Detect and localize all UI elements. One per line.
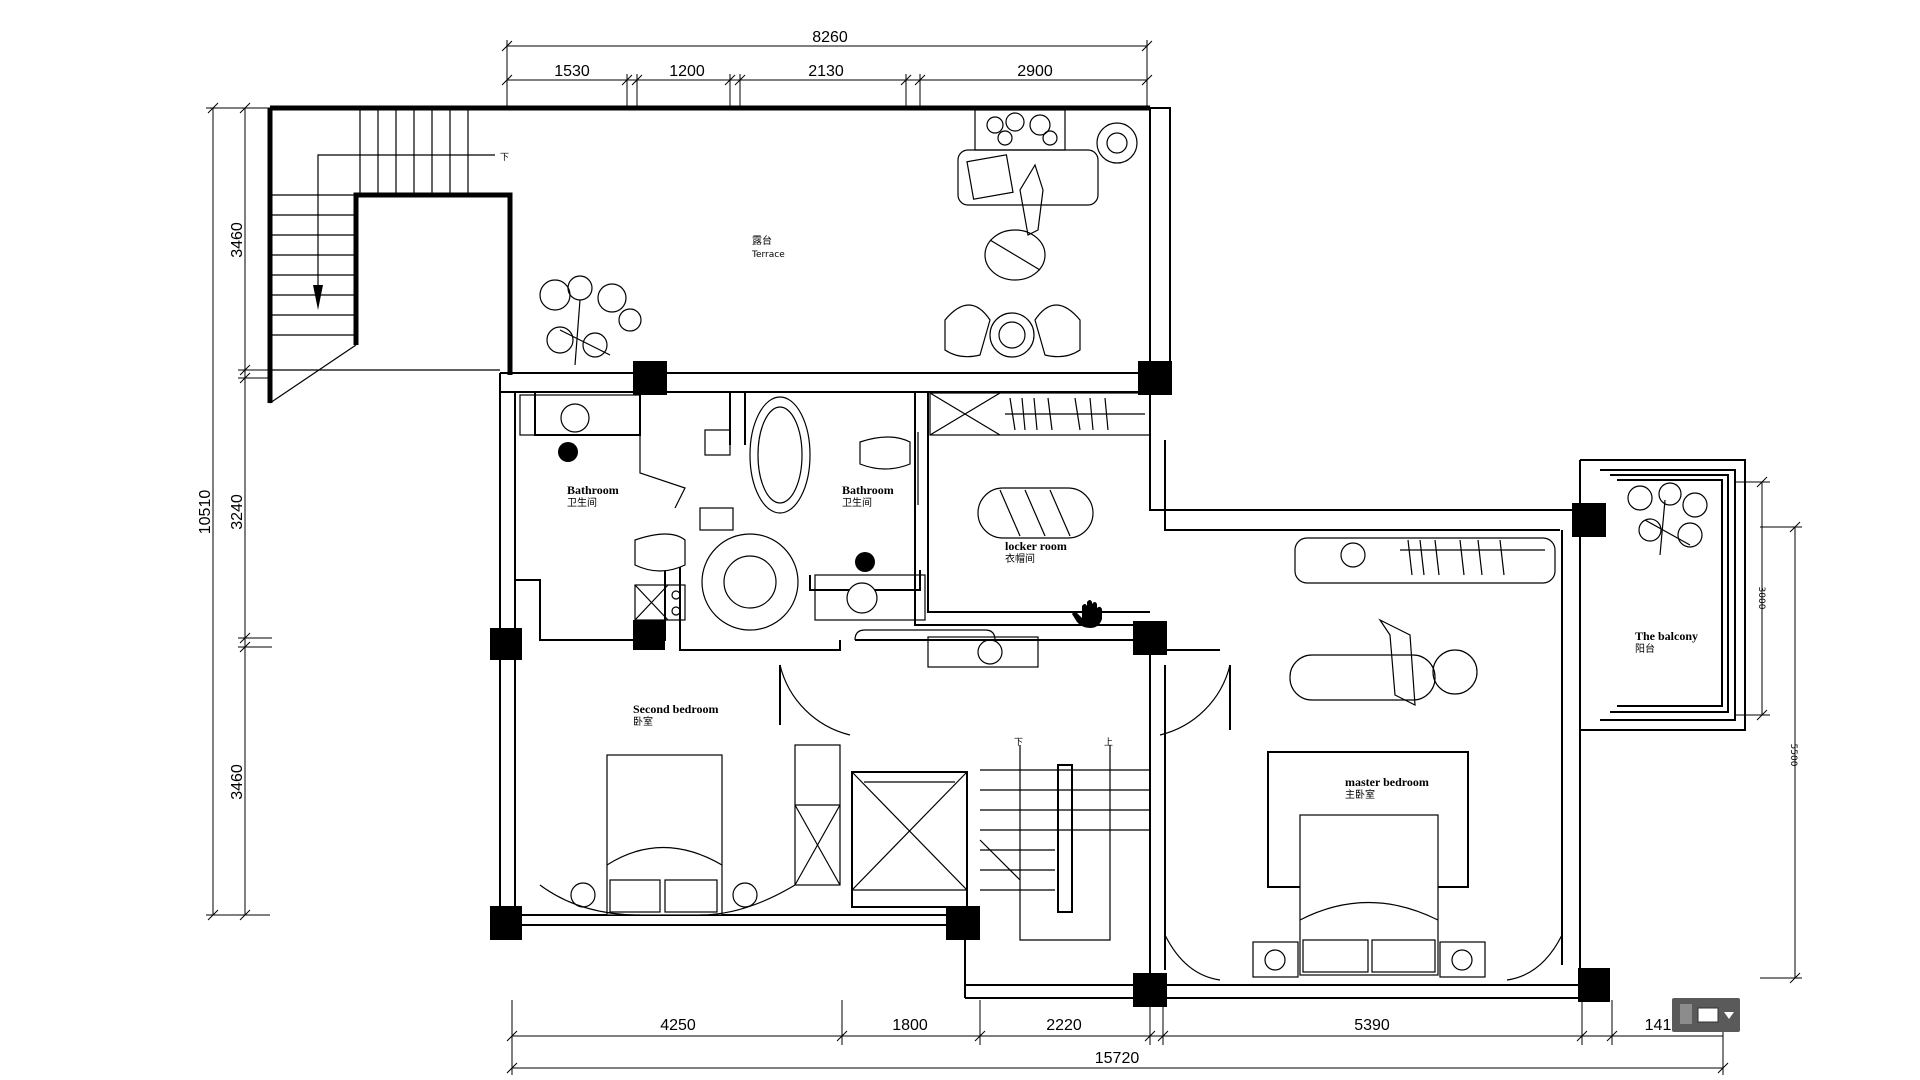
dim-left-seg-2: 3240 xyxy=(229,494,246,530)
outer-stair-down-label: 下 xyxy=(500,153,509,163)
nightstand-lamp xyxy=(1264,949,1286,971)
outer-staircase: 下 xyxy=(267,105,1150,404)
column xyxy=(1133,621,1167,655)
dimension-left: 10510 3460 3240 3460 xyxy=(197,102,272,921)
bathroom-left-label-cn: 卫生间 xyxy=(567,496,597,509)
columns xyxy=(490,361,1610,1007)
dim-top-total: 8260 xyxy=(812,29,848,46)
second-bedroom-label-cn: 卧室 xyxy=(633,715,653,728)
dimension-bottom: 4250 1800 2220 5390 141 15720 xyxy=(506,1000,1729,1075)
bathroom-left-label-en: Bathroom xyxy=(567,483,619,497)
hanging-clothes xyxy=(1400,539,1545,576)
balcony-furniture: The balcony 阳台 xyxy=(1627,482,1708,655)
dim-bottom-seg-2: 1800 xyxy=(892,1017,928,1034)
terrace-label-en: Terrace xyxy=(751,250,785,260)
balcony-label-cn: 阳台 xyxy=(1635,642,1655,655)
dim-top-seg-2: 1200 xyxy=(669,63,705,80)
second-bedroom-label-en: Second bedroom xyxy=(633,702,718,716)
dim-top-seg-3: 2130 xyxy=(808,63,844,80)
master-bedroom-furniture: master bedroom 主卧室 xyxy=(1164,537,1563,981)
dim-left-seg-3: 3460 xyxy=(229,764,246,800)
plant-icon xyxy=(1096,122,1138,164)
column xyxy=(1138,361,1172,395)
dim-left-seg-1: 3460 xyxy=(229,222,246,258)
balcony-label-en: The balcony xyxy=(1635,629,1698,643)
landing xyxy=(779,629,1231,736)
dim-bottom-total: 15720 xyxy=(1095,1050,1140,1067)
column xyxy=(946,906,980,940)
toilet xyxy=(859,436,911,470)
dim-bottom-seg-3: 2220 xyxy=(1046,1017,1082,1034)
toilet xyxy=(634,533,686,572)
washbasin xyxy=(846,582,878,614)
round-shower xyxy=(701,533,799,631)
tree-icon xyxy=(1627,482,1708,556)
dimension-right: 3000 5500 xyxy=(1735,476,1802,984)
column xyxy=(1133,973,1167,1007)
dim-top-seg-4: 2900 xyxy=(1017,63,1053,80)
tree-icon xyxy=(539,275,642,366)
dim-left-total: 10510 xyxy=(197,490,214,535)
column xyxy=(1578,968,1610,1002)
washbasin xyxy=(560,403,590,433)
column xyxy=(633,361,667,395)
bathroom-right-label-en: Bathroom xyxy=(842,483,894,497)
column xyxy=(490,628,522,660)
hand-cursor-icon[interactable] xyxy=(1072,600,1102,628)
second-bedroom-furniture: Second bedroom 卧室 xyxy=(539,702,796,916)
master-bedroom-label-cn: 主卧室 xyxy=(1345,788,1375,801)
bed xyxy=(1299,814,1439,976)
dim-bottom-seg-5: 141 xyxy=(1645,1017,1672,1034)
navigation-widget-icon[interactable] xyxy=(1672,998,1740,1032)
nightstand-lamp xyxy=(732,882,758,908)
inner-stair-up-label: 上 xyxy=(1104,737,1113,748)
dim-right-seg-1: 3000 xyxy=(1756,587,1766,610)
bathroom-right-label-cn: 卫生间 xyxy=(842,496,872,509)
inner-staircase: 下 上 xyxy=(794,737,1150,941)
planter xyxy=(974,109,1066,151)
bathroom-fixtures: Bathroom 卫生间 Bathroom 卫生间 xyxy=(519,394,926,631)
locker-room-label-cn: 衣帽间 xyxy=(1005,552,1035,565)
column xyxy=(490,906,522,940)
nightstand-lamp xyxy=(1451,949,1473,971)
terrace-furniture: 露台 Terrace xyxy=(539,109,1138,366)
terrace-label-cn: 露台 xyxy=(752,234,772,247)
plant-icon xyxy=(977,639,1003,665)
dim-right-seg-2: 5500 xyxy=(1788,744,1798,767)
dim-bottom-seg-4: 5390 xyxy=(1354,1017,1390,1034)
chaise-lounge xyxy=(1289,654,1436,701)
dimension-top: 8260 1530 1200 2130 2900 xyxy=(501,29,1153,108)
hanging-clothes xyxy=(1005,397,1145,431)
dim-top-seg-1: 1530 xyxy=(554,63,590,80)
master-bedroom-label-en: master bedroom xyxy=(1345,775,1429,789)
inner-stair-down-label: 下 xyxy=(1014,738,1023,748)
column xyxy=(633,620,665,650)
dim-bottom-seg-1: 4250 xyxy=(660,1017,696,1034)
round-table xyxy=(989,312,1035,358)
plant-icon xyxy=(1340,542,1366,568)
locker-room-fixtures: locker room 衣帽间 xyxy=(929,392,1151,628)
bathtub xyxy=(749,396,811,514)
column xyxy=(1572,503,1606,537)
locker-room-label-en: locker room xyxy=(1005,539,1067,553)
